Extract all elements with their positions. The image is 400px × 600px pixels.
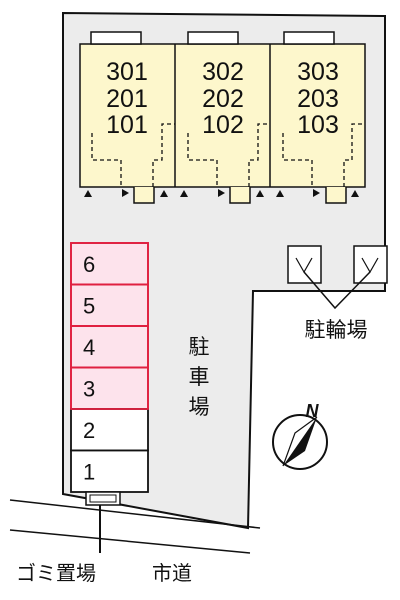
room-number: 202 [202,85,244,113]
parking-slot: 4 [70,325,149,369]
entry-arrows [84,189,359,197]
parking-slot: 2 [70,408,149,452]
bicycle-leader-line [303,271,371,310]
apartment-building: 301 201 101 302 202 102 303 203 103 [79,31,366,204]
roof-tab [90,31,142,45]
compass-needle [283,417,317,466]
room-number: 102 [202,111,244,139]
unit-column: 302 202 102 [202,58,244,139]
entrance-porches [133,187,347,204]
bicycle-rack [287,245,322,284]
parking-slot: 6 [70,242,149,286]
building-footprint [79,43,366,188]
parking-slot-outline [70,366,149,410]
road-edge [9,499,261,529]
parking-label-char: 駐 [189,335,210,359]
parking-label: 駐 車 場 [189,335,210,419]
room-number: 203 [297,85,339,113]
parking-slot: 1 [70,449,149,493]
room-number: 302 [202,58,244,86]
interior-dashes [91,123,365,187]
garbage-label: ゴミ置場 [16,561,96,585]
compass: N [272,401,328,470]
parking-slot: 3 [70,366,149,410]
parking-label-char: 場 [189,395,210,419]
room-number: 303 [297,58,339,86]
compass-needle-tail [282,416,318,467]
parking-label-char: 車 [189,365,210,389]
room-number: 103 [297,111,339,139]
garbage-box-inner [89,494,117,503]
road-edge [9,529,251,554]
parking-slot-number: 5 [83,294,95,319]
parking-slot-number: 1 [83,460,95,485]
parking-slot-number: 6 [83,252,95,277]
garbage-box [85,491,121,506]
bicycle-rack [353,245,388,284]
parking-slot-number: 4 [83,335,95,360]
garbage-area [85,491,121,553]
room-number: 101 [106,111,148,139]
road-label: 市道 [152,561,192,585]
parking-area: 6 5 4 3 2 1 [70,242,149,493]
unit-column: 301 201 101 [106,58,148,139]
bicycle-parking-label: 駐輪場 [305,318,368,342]
parking-slot: 5 [70,283,149,327]
bicycle-parking: 駐輪場 [287,245,388,342]
room-number: 301 [106,58,148,86]
north-label: N [306,401,320,421]
roof-tab [283,31,335,45]
parking-slot-box [70,325,149,369]
parking-slot-number: 3 [83,377,95,402]
parking-slot-number: 2 [83,418,95,443]
room-number: 201 [106,85,148,113]
unit-column: 303 203 103 [297,58,339,139]
roof-tab [187,31,239,45]
